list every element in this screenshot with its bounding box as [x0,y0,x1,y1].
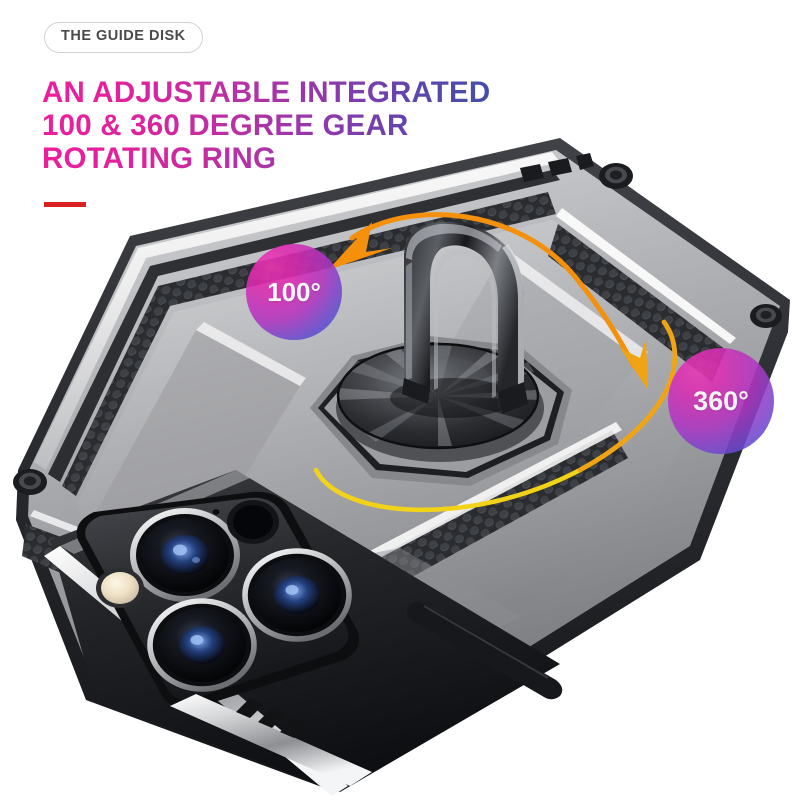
lidar-sensor [227,500,279,544]
case-grip-notches [236,698,308,738]
camera-lens-1 [130,508,240,602]
eyebrow-label: THE GUIDE DISK [61,28,186,44]
rotating-ring-assembly [310,221,572,486]
angle-badge-360-value: 360° [693,385,749,416]
case-screw-left [13,469,47,495]
headline-line-1: AN ADJUSTABLE INTEGRATED [42,76,491,109]
eyebrow-badge: THE GUIDE DISK [44,22,203,53]
volume-buttons [520,153,594,182]
tilt-arc-arrowhead-end [620,338,648,390]
camera-lens-2 [242,548,352,642]
disk-brush-texture [338,345,538,446]
headline-line-2: 100 & 360 DEGREE GEAR [42,109,490,142]
microphone-dot [212,509,220,515]
ring-kickstand [390,221,528,418]
camera-module [76,491,360,710]
page-title: AN ADJUSTABLE INTEGRATED 100 & 360 DEGRE… [42,76,490,175]
camera-lens-3 [147,598,257,692]
headline-divider [44,202,86,207]
headline-line-3: ROTATING RING [42,142,490,175]
tilt-arc-arrowhead [328,222,392,270]
case-screw-top-right [599,163,633,189]
rotation-arc-path [313,319,678,513]
phone-case-shell [13,138,790,790]
angle-badge-100-value: 100° [267,277,321,307]
power-button [407,601,563,700]
camera-flash [96,568,144,608]
case-screw-far-right [750,304,782,328]
phone-device [44,470,563,796]
rotation-arc-warm-segment [577,319,678,473]
tilt-arc-path [349,212,637,369]
angle-badge-100: 100° [246,244,342,340]
angle-badge-360: 360° [668,348,774,454]
